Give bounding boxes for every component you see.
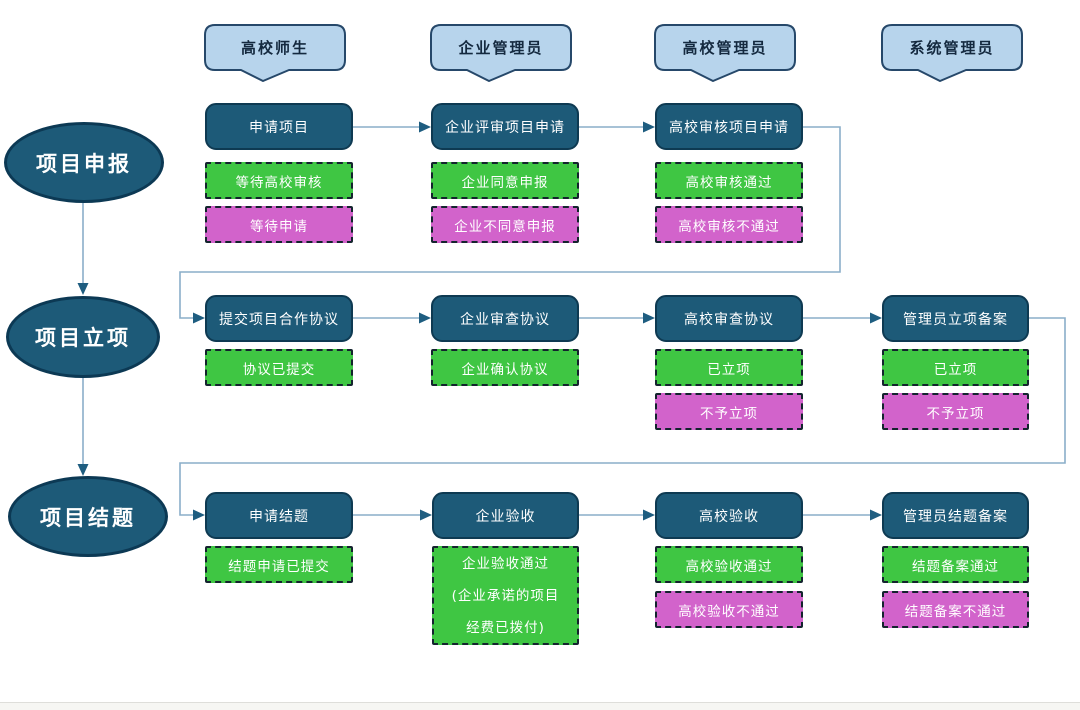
status-project-rejected: 不予立项 xyxy=(655,393,803,430)
status-enterprise-confirmed-agreement: 企业确认协议 xyxy=(431,349,579,386)
page-bottom-edge xyxy=(0,702,1080,710)
status-waiting-university-review: 等待高校审核 xyxy=(205,162,353,199)
lane-university-admin: 高校管理员 xyxy=(682,39,768,57)
status-project-rejected-filing: 不予立项 xyxy=(882,393,1029,430)
status-agreement-submitted: 协议已提交 xyxy=(205,349,353,386)
arrow-icon xyxy=(870,509,882,521)
lane-shape-university-users xyxy=(204,24,346,82)
arrow-icon xyxy=(643,121,655,133)
action-admin-approval-filing: 管理员立项备案 xyxy=(882,295,1029,342)
arrow-icon xyxy=(643,509,655,521)
status-conclusion-submitted: 结题申请已提交 xyxy=(205,546,353,583)
lane-shape-enterprise-admin xyxy=(430,24,572,82)
status-waiting-application: 等待申请 xyxy=(205,206,353,243)
action-admin-conclusion-filing: 管理员结题备案 xyxy=(882,492,1029,539)
lane-system-admin: 系统管理员 xyxy=(909,39,995,57)
status-conclusion-filing-passed: 结题备案通过 xyxy=(882,546,1029,583)
connector-row1-to-row2 xyxy=(179,126,841,319)
arrow-icon xyxy=(77,283,89,295)
lane-shape-university-admin xyxy=(654,24,796,82)
arrow-icon xyxy=(870,312,882,324)
connector-row2-to-row3 xyxy=(179,317,1066,516)
action-apply-conclusion: 申请结题 xyxy=(205,492,353,539)
action-enterprise-review-agreement: 企业审查协议 xyxy=(431,295,579,342)
phase-project-application: 项目申报 xyxy=(4,122,164,203)
phase-project-approval: 项目立项 xyxy=(6,296,160,378)
arrow-icon xyxy=(77,464,89,476)
action-university-acceptance: 高校验收 xyxy=(655,492,803,539)
arrow-icon xyxy=(420,509,432,521)
action-university-review-agreement: 高校审查协议 xyxy=(655,295,803,342)
status-conclusion-filing-failed: 结题备案不通过 xyxy=(882,591,1029,628)
action-enterprise-review-application: 企业评审项目申请 xyxy=(431,103,579,150)
action-enterprise-acceptance: 企业验收 xyxy=(432,492,579,539)
status-university-acceptance-passed: 高校验收通过 xyxy=(655,546,803,583)
arrow-icon xyxy=(419,312,431,324)
lane-university-users: 高校师生 xyxy=(240,39,309,57)
arrow-icon xyxy=(193,312,205,324)
action-university-review-application: 高校审核项目申请 xyxy=(655,103,803,150)
status-university-review-passed: 高校审核通过 xyxy=(655,162,803,199)
status-enterprise-acceptance-passed: 企业验收通过 (企业承诺的项目 经费已拨付) xyxy=(432,546,579,645)
status-enterprise-agreed: 企业同意申报 xyxy=(431,162,579,199)
lane-shape-system-admin xyxy=(881,24,1023,82)
phase-project-conclusion: 项目结题 xyxy=(8,476,168,557)
arrow-icon xyxy=(643,312,655,324)
action-apply-project: 申请项目 xyxy=(205,103,353,150)
status-enterprise-disagreed: 企业不同意申报 xyxy=(431,206,579,243)
arrow-icon xyxy=(193,509,205,521)
status-university-acceptance-failed: 高校验收不通过 xyxy=(655,591,803,628)
status-project-approved: 已立项 xyxy=(655,349,803,386)
arrow-icon xyxy=(419,121,431,133)
status-university-review-failed: 高校审核不通过 xyxy=(655,206,803,243)
status-project-approved-filing: 已立项 xyxy=(882,349,1029,386)
action-submit-cooperation-agreement: 提交项目合作协议 xyxy=(205,295,353,342)
lane-enterprise-admin: 企业管理员 xyxy=(458,39,544,57)
